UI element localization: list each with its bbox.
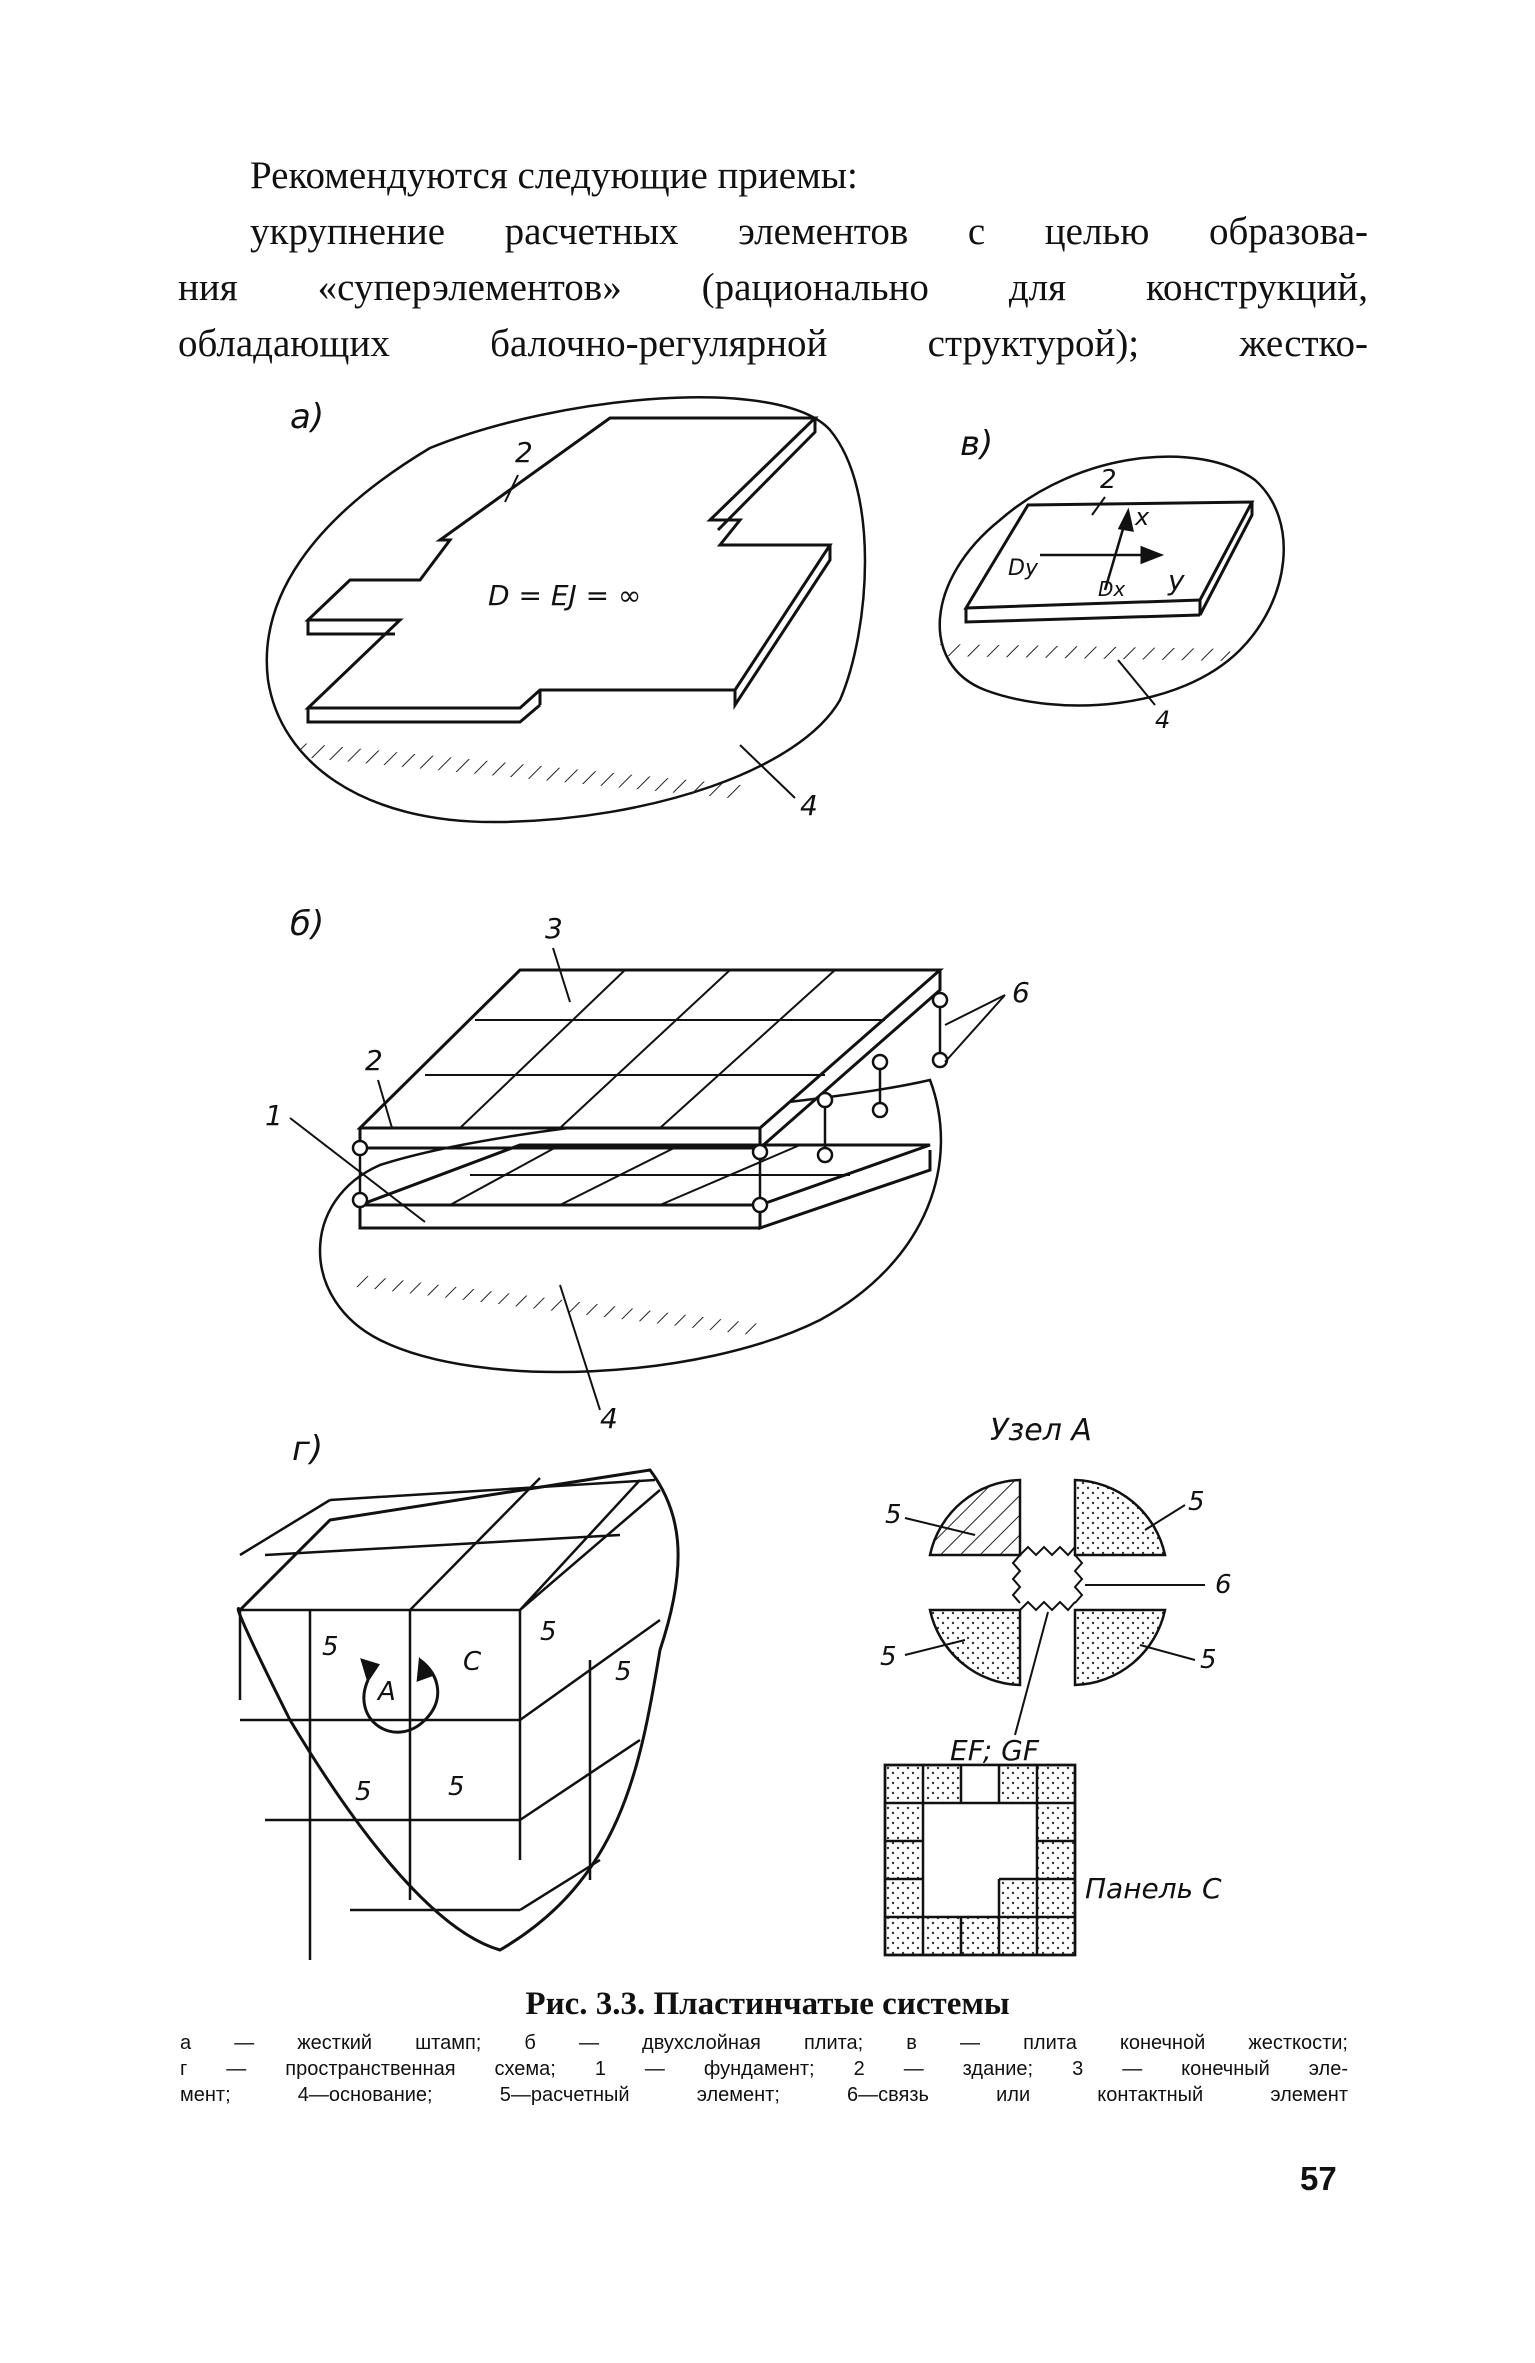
- building-slab: [356, 968, 944, 1130]
- axis-y-label: y: [1167, 564, 1185, 597]
- panel-v-label: в): [960, 424, 993, 464]
- node-a-title: Узел А: [990, 1413, 1092, 1448]
- element-label: 5: [448, 1772, 465, 1802]
- base-outline: [265, 396, 867, 824]
- node-a-detail: Узел А 5 5 6 5 5 EF; GF: [880, 1413, 1232, 1767]
- label-building: 2: [1100, 465, 1117, 495]
- node-a-label: A: [376, 1677, 396, 1707]
- panel-g: г) 5 5 5 5 5 A C: [236, 1429, 680, 1960]
- contact-links: [351, 991, 949, 1214]
- intro-line: Рекомендуются следующие приемы:: [250, 154, 858, 197]
- intro-line: ния «суперэлементов» (рационально для ко…: [178, 266, 1368, 309]
- element-dotted: [1073, 1608, 1167, 1687]
- label-link: 6: [1012, 976, 1030, 1009]
- figure-legend: а — жесткий штамп; б — двухслойная плита…: [180, 2030, 1348, 2108]
- element-hatched: [928, 1478, 1022, 1557]
- panel-b-label: б): [290, 904, 324, 944]
- label-base: 4: [600, 1402, 618, 1435]
- label-foundation: 1: [265, 1099, 283, 1132]
- formula-rigid: D = EJ = ∞: [488, 579, 641, 612]
- contact-spring: [1011, 1545, 1084, 1612]
- link-label: 6: [1215, 1570, 1232, 1600]
- element-label: 5: [1200, 1645, 1217, 1675]
- element-label: 5: [885, 1500, 902, 1530]
- panel-g-label: г): [292, 1429, 323, 1469]
- panel-c-grid: Панель С: [883, 1763, 1222, 1957]
- intro-line: укрупнение расчетных элементов с целью о…: [250, 210, 1368, 253]
- element-dotted: [1073, 1478, 1167, 1557]
- panel-v: в) 2 x y Dy Dx 4: [938, 424, 1285, 734]
- element-label: 5: [1188, 1487, 1205, 1517]
- label-building: 2: [515, 436, 533, 469]
- element-label: 5: [880, 1642, 897, 1672]
- label-base: 4: [1155, 706, 1170, 734]
- element-label: 5: [540, 1617, 557, 1647]
- panel-a-label: а): [290, 397, 324, 437]
- element-dotted: [928, 1608, 1022, 1687]
- stiffness-dy-label: Dy: [1008, 556, 1039, 581]
- panel-c-marker: C: [463, 1647, 482, 1677]
- stiffness-dx-label: Dx: [1098, 577, 1125, 601]
- ef-gf-label: EF; GF: [950, 1734, 1040, 1767]
- label-base: 4: [800, 789, 818, 822]
- panel-c-label: Панель С: [1085, 1872, 1222, 1905]
- panel-a: а) 2 D = EJ = ∞ 4: [265, 396, 867, 824]
- page-number: 57: [1300, 2160, 1337, 2197]
- element-label: 5: [322, 1632, 339, 1662]
- axis-x-label: x: [1134, 503, 1150, 531]
- element-label: 5: [355, 1777, 372, 1807]
- legend-line: мент; 4—основание; 5—расчетный элемент; …: [180, 2084, 1348, 2106]
- label-building: 2: [365, 1044, 383, 1077]
- spatial-outline: [236, 1468, 680, 1952]
- element-label: 5: [615, 1657, 632, 1687]
- intro-line: обладающих балочно-регулярной структурой…: [178, 322, 1368, 365]
- legend-line: г — пространственная схема; 1 — фундамен…: [180, 2058, 1348, 2080]
- panel-b: б) 3: [265, 904, 1030, 1435]
- plate-top: [304, 416, 833, 710]
- legend-line: а — жесткий штамп; б — двухслойная плита…: [180, 2032, 1348, 2054]
- figure-caption-title: Рис. 3.3. Пластинчатые системы: [525, 1986, 1010, 2022]
- intro-text: Рекомендуются следующие приемы: укрупнен…: [178, 148, 1368, 372]
- label-finite-element: 3: [545, 912, 563, 945]
